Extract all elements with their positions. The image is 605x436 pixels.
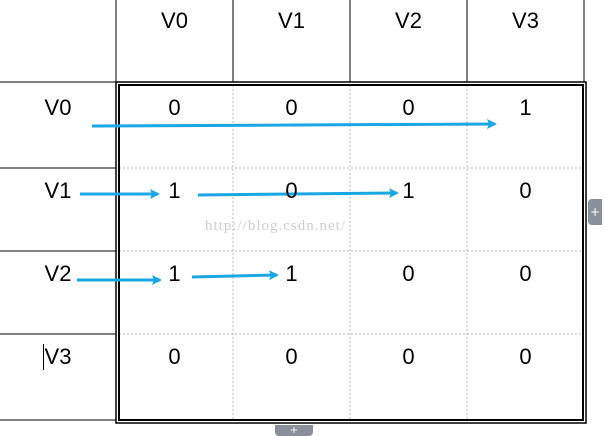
plus-handle-icon[interactable]: +	[275, 425, 313, 436]
plus-handle-icon[interactable]: +	[588, 199, 602, 225]
row-header-v1: V1	[44, 178, 72, 203]
matrix-cell-v3-v0: 0	[168, 344, 181, 369]
matrix-cell-v2-v2: 0	[402, 261, 415, 286]
matrix-cell-v2-v1: 1	[285, 261, 298, 286]
watermark-text: http://blog.csdn.net/	[205, 218, 346, 234]
matrix-cell-v3-v3: 0	[519, 344, 532, 369]
text-caret	[43, 344, 44, 370]
matrix-cell-v3-v1: 0	[285, 344, 298, 369]
matrix-cell-v1-v1: 0	[285, 178, 298, 203]
matrix-cell-v1-v3: 0	[519, 178, 532, 203]
row-header-v0: V0	[44, 95, 72, 120]
arrow-v1-to-v2	[197, 188, 399, 199]
arrow-v2-to-v1	[191, 270, 279, 281]
matrix-cell-v1-v2: 1	[402, 178, 415, 203]
column-header-v3: V3	[512, 8, 539, 33]
matrix-cell-v0-v3: 1	[519, 95, 532, 120]
matrix-cell-v0-v1: 0	[285, 95, 298, 120]
column-header-v0: V0	[161, 8, 188, 33]
matrix-cell-v0-v0: 0	[168, 95, 181, 120]
column-header-v2: V2	[395, 8, 422, 33]
matrix-cell-v2-v0: 1	[168, 261, 181, 286]
row-header-v3: V3	[44, 344, 72, 369]
matrix-cell-v3-v2: 0	[402, 344, 415, 369]
arrow-v0-to-v3	[91, 119, 497, 130]
matrix-cell-v2-v3: 0	[519, 261, 532, 286]
matrix-cell-v1-v0: 1	[168, 178, 181, 203]
row-header-v2: V2	[44, 261, 72, 286]
matrix-cell-v0-v2: 0	[402, 95, 415, 120]
column-header-v1: V1	[278, 8, 305, 33]
